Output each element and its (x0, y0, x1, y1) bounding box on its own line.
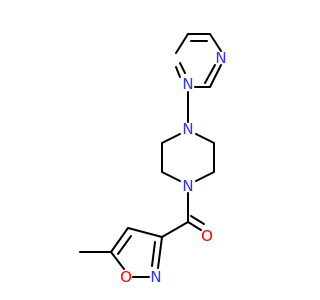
atom-piperazine-n-top: N (182, 120, 193, 138)
bond-isox-c4-c5-inner (117, 235, 132, 255)
bond-pip-nw-n (161, 133, 181, 144)
bond-pip-se-n (195, 171, 215, 182)
bond-carbonyl-to-isox (161, 221, 189, 238)
bond-pyr-c6-n1 (209, 33, 222, 52)
bond-isox-c5-o (110, 251, 125, 270)
atom-carbonyl-o: O (201, 227, 213, 245)
bond-pyr-c4-c5 (175, 33, 189, 54)
atom-pyrimidine-n3: N (182, 75, 193, 93)
bond-carbonyl-co-inner (190, 215, 205, 225)
atom-isoxazole-n: N (150, 268, 161, 286)
bond-isox-c3-c4 (127, 227, 163, 238)
bond-pyr-n1-c2 (209, 64, 222, 88)
atom-pyrimidine-n1: N (215, 49, 226, 67)
bond-pyr-n3-c4 (175, 66, 181, 78)
atom-label-isoxazole-n: N (150, 268, 161, 286)
bond-isox-c4-c5 (110, 227, 129, 253)
atom-label-carbonyl-o: O (201, 227, 213, 245)
atom-piperazine-n-bottom: N (182, 177, 193, 195)
bond-pip-n-ne (195, 133, 215, 144)
molecule-svg: N N N N O N O (79, 33, 227, 286)
bond-isox-n-c3 (157, 236, 163, 269)
atom-label-pyrimidine-n3: N (182, 75, 193, 93)
atom-isoxazole-o: O (120, 268, 132, 286)
bond-isox-n-c3-inner (151, 241, 156, 267)
atom-labels: N N N N O N O (120, 49, 227, 286)
atom-label-piperazine-n-top: N (182, 120, 193, 138)
atom-label-piperazine-n-bottom: N (182, 177, 193, 195)
atom-label-isoxazole-o: O (120, 268, 132, 286)
atom-label-pyrimidine-n1: N (215, 49, 226, 67)
bonds (79, 33, 222, 278)
bond-pyr-n3-c4-inner (179, 62, 186, 74)
bond-carbonyl-co (187, 221, 202, 231)
bond-pyr-n1-c2-inner (204, 64, 216, 84)
molecule-structure-diagram: N N N N O N O (79, 33, 227, 286)
bond-pip-n-sw (161, 171, 181, 182)
